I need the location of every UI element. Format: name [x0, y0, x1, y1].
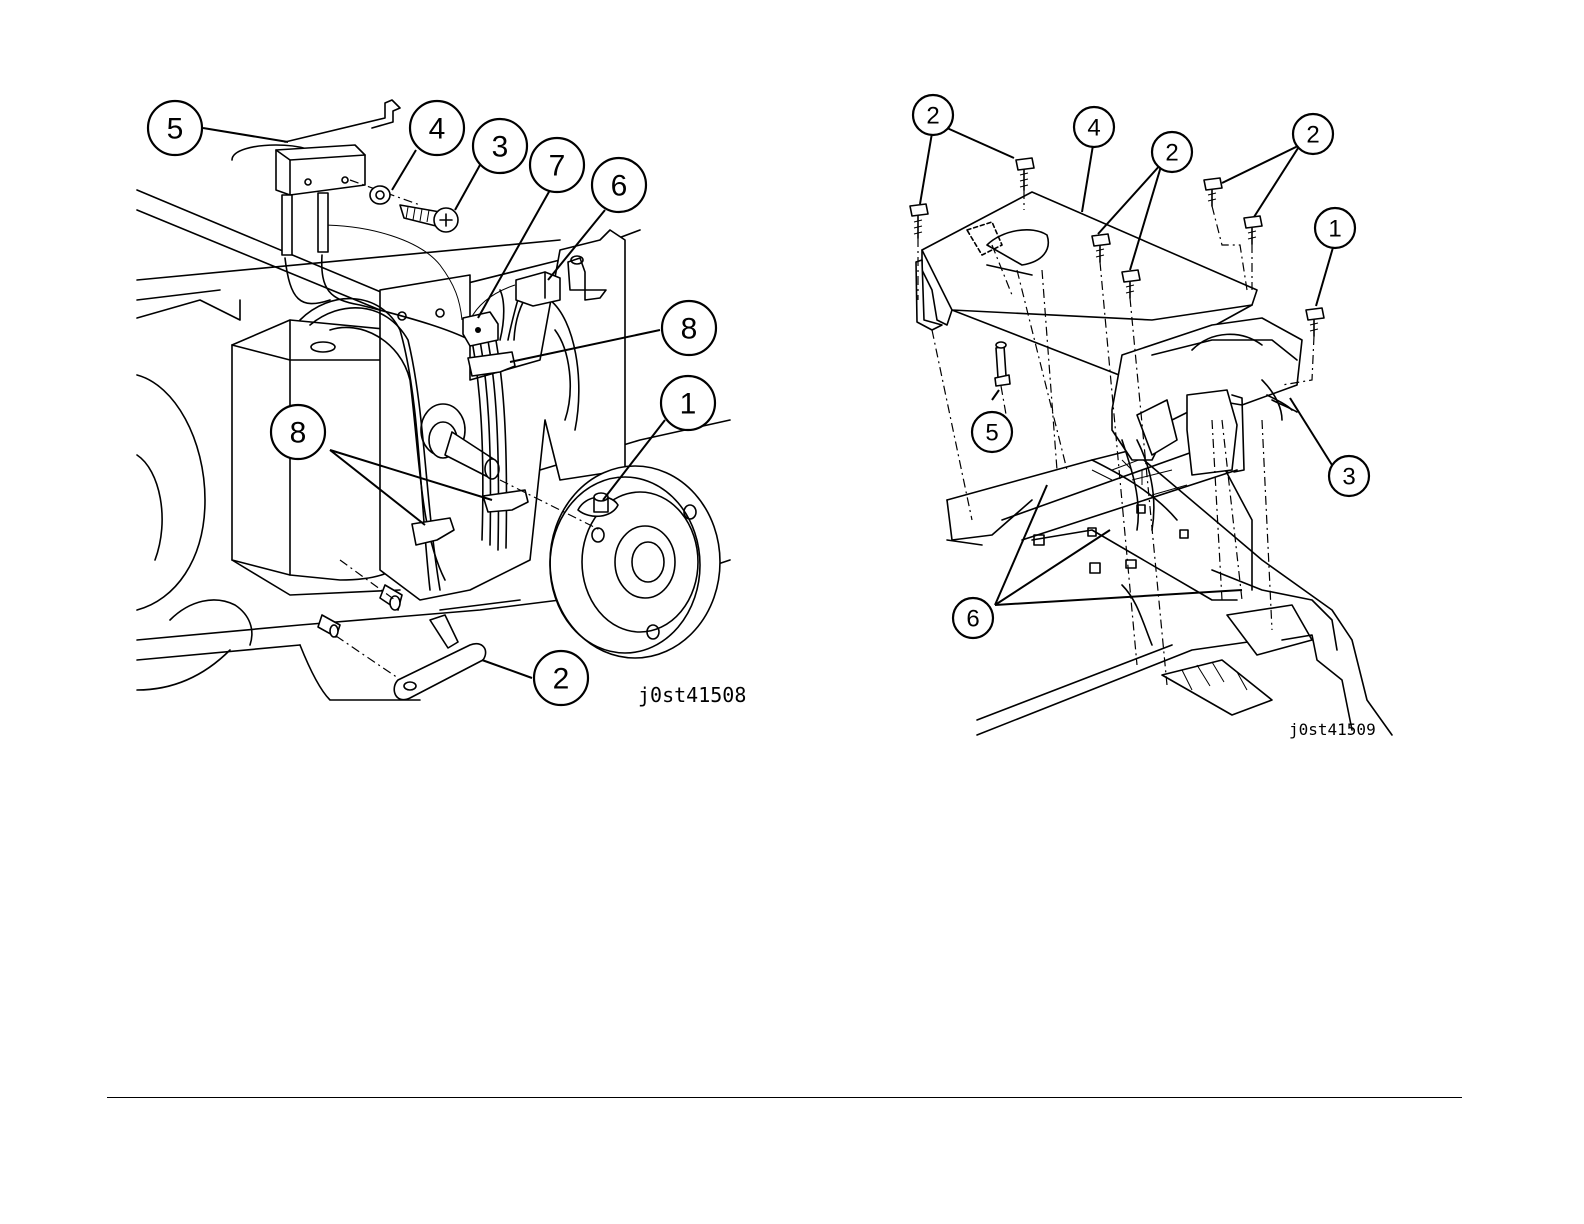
right-mechanism [1112, 318, 1302, 530]
figure-id-left: j0st41508 [638, 683, 746, 707]
svg-text:3: 3 [1342, 464, 1355, 491]
svg-text:1: 1 [680, 388, 697, 421]
right-base-frame [947, 445, 1392, 735]
left-washer-and-screw [370, 186, 458, 232]
svg-text:2: 2 [1165, 140, 1178, 167]
svg-text:7: 7 [549, 150, 566, 183]
svg-text:3: 3 [492, 131, 509, 164]
callout-6: 6 [953, 598, 993, 638]
left-switch-assembly [232, 100, 420, 255]
svg-text:4: 4 [429, 113, 446, 146]
callout-5: 5 [972, 412, 1012, 452]
svg-text:6: 6 [966, 606, 979, 633]
footer-divider [107, 1097, 1462, 1098]
svg-text:8: 8 [681, 313, 698, 346]
callout-7: 7 [530, 138, 584, 192]
callout-8-upper: 8 [662, 301, 716, 355]
svg-text:6: 6 [611, 170, 628, 203]
callout-4: 4 [410, 101, 464, 155]
callout-5: 5 [148, 101, 202, 155]
svg-text:5: 5 [167, 113, 184, 146]
screw-2 [1016, 158, 1034, 190]
callout-2-right: 2 [1293, 114, 1333, 154]
svg-text:5: 5 [985, 420, 998, 447]
screw-7 [1306, 308, 1324, 336]
callout-2-upper-left: 2 [913, 95, 953, 135]
screw-1 [910, 204, 928, 238]
screw-5 [1204, 178, 1222, 206]
svg-text:2: 2 [1306, 122, 1319, 149]
screw-6 [1244, 216, 1262, 244]
left-motor-housing [232, 320, 400, 595]
right-support-part [995, 342, 1010, 386]
figure-left-diagram: 5 4 3 7 6 8 1 8 2 [0, 0, 792, 760]
figure-right-diagram: 2 4 2 2 1 5 3 6 [792, 0, 1584, 760]
callout-2-center: 2 [1152, 132, 1192, 172]
callout-3: 3 [1329, 456, 1369, 496]
callout-1: 1 [661, 376, 715, 430]
callout-6: 6 [592, 158, 646, 212]
callout-4: 4 [1074, 107, 1114, 147]
callout-8-lower: 8 [271, 405, 325, 459]
callout-3: 3 [473, 119, 527, 173]
svg-text:2: 2 [926, 103, 939, 130]
figure-id-right: j0st41509 [1289, 720, 1376, 739]
svg-text:8: 8 [290, 417, 307, 450]
callout-2: 2 [534, 651, 588, 705]
svg-text:4: 4 [1087, 115, 1100, 142]
right-line-art: 2 4 2 2 1 5 3 6 [792, 0, 1584, 760]
left-line-art: 5 4 3 7 6 8 1 8 2 [0, 0, 792, 760]
svg-text:2: 2 [553, 663, 570, 696]
svg-text:1: 1 [1328, 216, 1341, 243]
callout-1: 1 [1315, 208, 1355, 248]
